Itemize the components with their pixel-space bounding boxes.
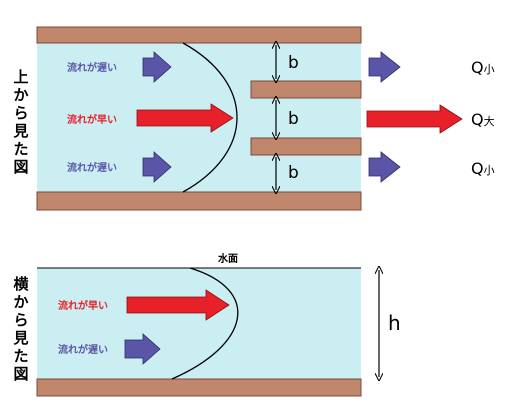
outflow-subscript: 小 xyxy=(484,164,495,177)
small-outflow-label: Q小 xyxy=(471,58,495,77)
depth-label: h xyxy=(388,311,401,335)
side-label-char: 図 xyxy=(13,365,29,383)
outflow-subscript: 大 xyxy=(484,114,495,128)
side-label-char: か xyxy=(13,293,29,311)
side-view-side-label: 横 か ら 見 た 図 xyxy=(10,275,32,383)
side-label-char: 見 xyxy=(13,122,29,140)
gap-label: b xyxy=(288,109,299,129)
outflow-subscript: 小 xyxy=(484,63,495,76)
side-label-char: ら xyxy=(13,104,29,122)
small-outflow-arrow xyxy=(368,51,401,83)
small-outflow-label: Q小 xyxy=(471,159,495,178)
divider-upper xyxy=(250,80,362,99)
gap-label: b xyxy=(288,53,299,73)
channel-bed xyxy=(36,378,362,397)
slow-flow-label: 流れが遅い xyxy=(67,161,117,174)
slow-flow-arrow xyxy=(142,151,172,183)
fast-flow-arrow xyxy=(136,103,234,133)
fast-flow-label: 流れが早い xyxy=(58,299,108,312)
gap-label: b xyxy=(288,163,299,183)
side-label-char: た xyxy=(13,347,29,365)
bottom-wall xyxy=(36,191,362,211)
side-label-char: 上 xyxy=(13,68,29,86)
side-label-char: 横 xyxy=(13,275,29,293)
outflow-q: Q xyxy=(471,110,484,129)
large-outflow-label: Q大 xyxy=(471,110,495,129)
top-wall xyxy=(36,26,362,44)
side-label-char: 図 xyxy=(13,158,29,176)
outflow-q: Q xyxy=(471,159,484,178)
side-label-char: ら xyxy=(13,311,29,329)
velocity-profile-curve xyxy=(182,42,238,193)
large-outflow-arrow xyxy=(366,104,463,134)
top-view-side-label: 上 か ら 見 た 図 xyxy=(10,68,32,176)
velocity-profile-curve xyxy=(171,267,239,380)
fast-flow-arrow xyxy=(126,289,230,321)
slow-flow-arrow xyxy=(124,333,161,365)
slow-flow-label: 流れが遅い xyxy=(67,61,117,74)
slow-flow-label: 流れが遅い xyxy=(58,343,108,356)
side-label-char: か xyxy=(13,86,29,104)
side-label-char: 見 xyxy=(13,329,29,347)
slow-flow-arrow xyxy=(142,51,172,83)
divider-lower xyxy=(250,137,362,156)
small-outflow-arrow xyxy=(368,151,401,183)
outflow-q: Q xyxy=(471,58,484,77)
water-surface-label: 水面 xyxy=(217,252,238,265)
side-view-water xyxy=(37,268,361,379)
fast-flow-label: 流れが早い xyxy=(67,113,117,126)
side-label-char: た xyxy=(13,140,29,158)
